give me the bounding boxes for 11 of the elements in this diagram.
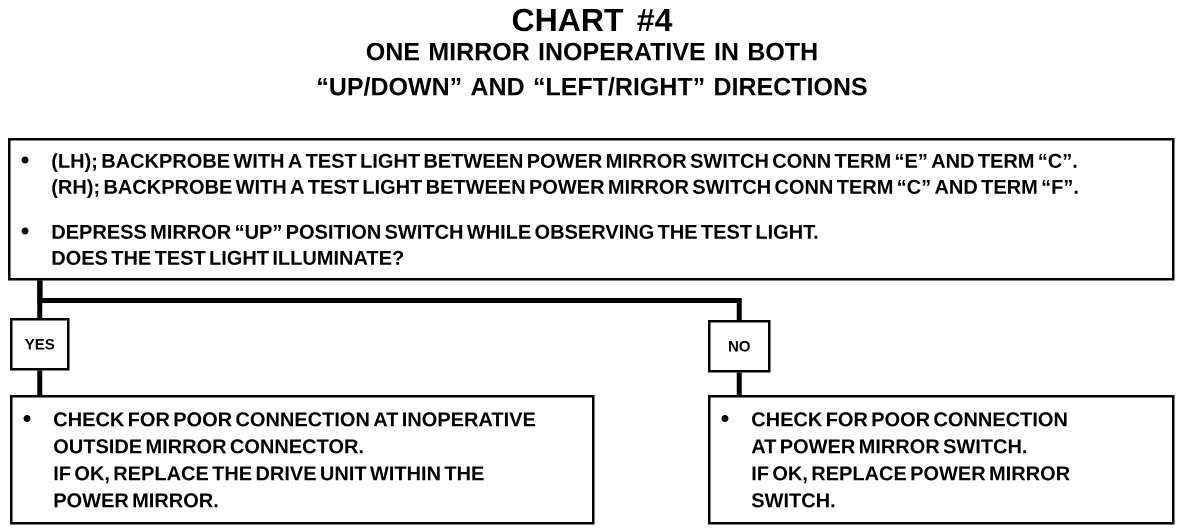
connector-line (37, 280, 742, 320)
action-box: CHECK FOR POOR CONNECTION AT INOPERATIVE OUTSIDE MIRROR CONNECTOR. IF OK, REPLACE THE DRIVE UNIT WITHIN THE POWER MIRROR. (10, 395, 595, 525)
chart-title: CHART #4 (512, 8, 673, 32)
answer-box: YES (10, 318, 70, 371)
question-box: (LH); BACKPROBE WITH A TEST LIGHT BETWEEN POWER MIRROR SWITCH CONN TERM “E” AND TERM “C”. (RH); BACKPROBE WITH A TEST LIGHT BETWEEN POWER MIRROR SWITCH CONN TERM “C” AND TERM “F”. DEPRESS MIRROR “UP” POSITION SWITCH WHILE OBSERVING THE TEST LIGHT. DOES THE TEST LIGHT ILLUMINATE? (8, 138, 1175, 281)
chart-subtitle: ONE MIRROR INOPERATIVE IN BOTH “UP/DOWN” AND “LEFT/RIGHT” DIRECTIONS (318, 42, 867, 96)
connector-line (37, 280, 43, 318)
connector-line (736, 372, 742, 395)
action-box: CHECK FOR POOR CONNECTION AT POWER MIRROR SWITCH. IF OK, REPLACE POWER MIRROR SWITCH. (708, 395, 1175, 525)
connector-line (37, 370, 43, 395)
answer-box: NO (708, 320, 771, 373)
